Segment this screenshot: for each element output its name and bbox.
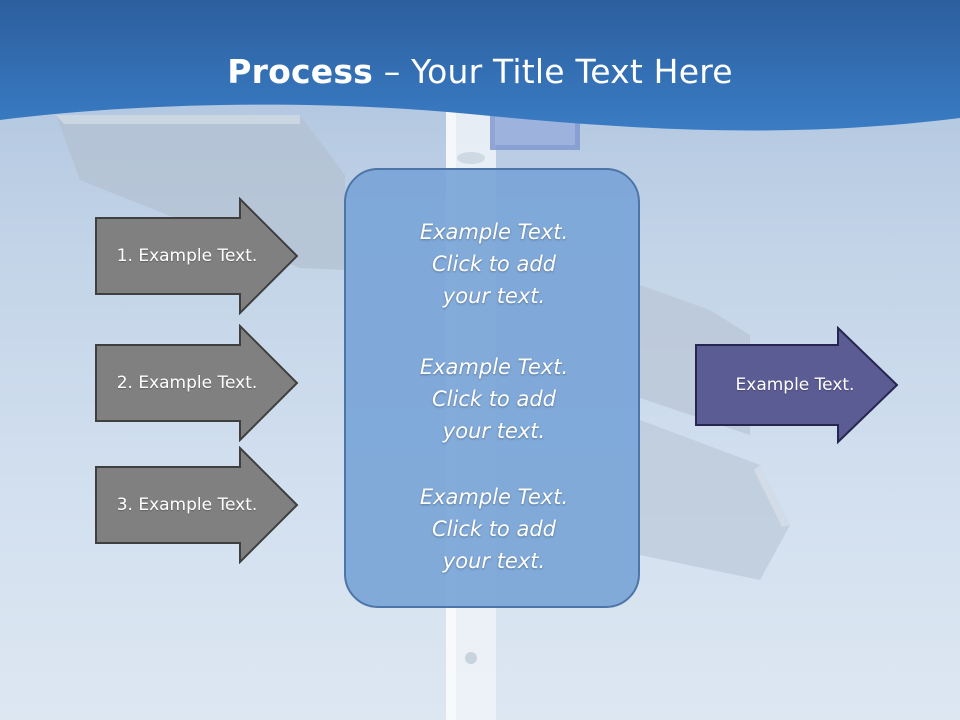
center-line: Example Text. xyxy=(419,355,569,379)
output-arrow xyxy=(695,326,899,445)
slide-title: Process – Your Title Text Here xyxy=(0,52,960,91)
center-line: Click to add xyxy=(431,252,556,276)
header-banner xyxy=(0,0,960,131)
step-arrow-2 xyxy=(95,324,299,442)
center-line: your text. xyxy=(442,549,546,573)
title-bold: Process xyxy=(227,52,374,91)
center-line: your text. xyxy=(442,284,546,308)
step-arrow-3 xyxy=(95,446,299,564)
center-block-1: Example Text. Click to add your text. xyxy=(346,216,642,312)
center-line: Example Text. xyxy=(419,220,569,244)
center-line: your text. xyxy=(442,419,546,443)
step-label-1: 1. Example Text. xyxy=(116,246,258,266)
step-label-3: 3. Example Text. xyxy=(116,495,258,515)
center-block-2: Example Text. Click to add your text. xyxy=(346,351,642,447)
title-rest: – Your Title Text Here xyxy=(373,52,733,91)
step-arrow-1 xyxy=(95,197,299,315)
output-label: Example Text. xyxy=(735,375,855,395)
step-label-2: 2. Example Text. xyxy=(116,373,258,393)
center-line: Example Text. xyxy=(419,485,569,509)
center-line: Click to add xyxy=(431,387,556,411)
center-text-box[interactable]: Example Text. Click to add your text. Ex… xyxy=(344,168,640,608)
center-block-3: Example Text. Click to add your text. xyxy=(346,481,642,577)
center-line: Click to add xyxy=(431,517,556,541)
